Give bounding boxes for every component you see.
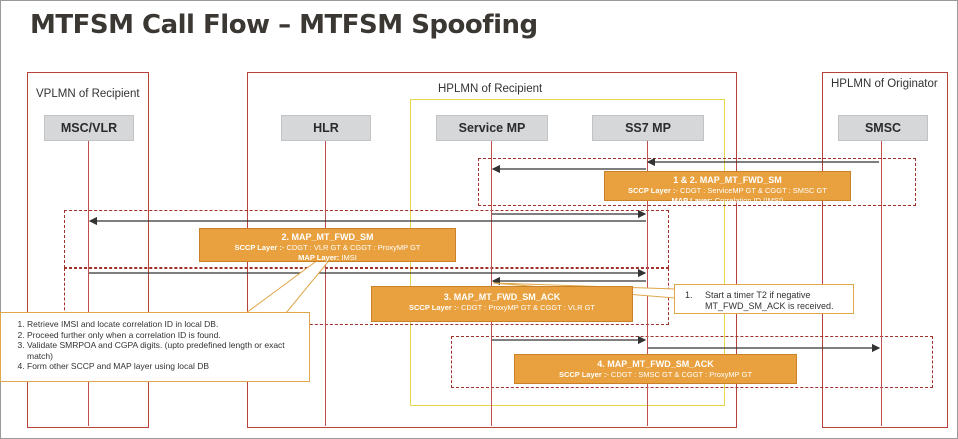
hlr-entity: HLR — [281, 115, 371, 141]
hlr-lifeline — [325, 139, 326, 426]
message-3-title: 3. MAP_MT_FWD_SM_ACK — [443, 292, 561, 302]
originator-region — [822, 72, 948, 428]
message-1-map-text: Correlation ID (IMSI) — [712, 196, 784, 205]
message-1-title: 1 & 2. MAP_MT_FWD_SM — [673, 175, 782, 185]
step-item: Proceed further only when a correlation … — [27, 330, 301, 341]
msc-vlr-entity: MSC/VLR — [44, 115, 134, 141]
message-1-sccp-label: SCCP Layer : — [628, 186, 676, 195]
hplmn-label: HPLMN of Recipient — [438, 83, 543, 95]
message-1-sccp-text: - CDGT : ServiceMP GT & CGGT : SMSC GT — [675, 186, 827, 195]
message-2-map-text: IMSI — [339, 253, 357, 262]
steps-note: Retrieve IMSI and locate correlation ID … — [0, 312, 310, 382]
message-4-box: 4. MAP_MT_FWD_SM_ACK SCCP Layer :- CDGT … — [514, 354, 797, 384]
timer-note-text: Start a timer T2 if negative MT_FWD_SM_A… — [705, 290, 834, 311]
message-4-sccp-text: - CDGT : SMSC GT & CGGT : ProxyMP GT — [606, 370, 753, 379]
message-4-title: 4. MAP_MT_FWD_SM_ACK — [597, 359, 714, 369]
message-2-box: 2. MAP_MT_FWD_SM SCCP Layer :- CDGT : VL… — [199, 228, 456, 262]
msc-vlr-lifeline — [88, 139, 89, 426]
ss7-mp-entity: SS7 MP — [592, 115, 704, 141]
originator-label: HPLMN of Originator — [831, 78, 938, 90]
steps-callout-pointer — [244, 256, 334, 314]
message-2-map-label: MAP Layer: — [298, 253, 340, 262]
smsc-lifeline — [881, 139, 882, 426]
message-3-box: 3. MAP_MT_FWD_SM_ACK SCCP Layer :- CDGT … — [371, 286, 633, 322]
message-2-group — [64, 210, 669, 268]
message-2-sccp-label: SCCP Layer : — [234, 243, 282, 252]
message-1-map-label: MAP Layer: — [671, 196, 713, 205]
slide-title: MTFSM Call Flow – MTFSM Spoofing — [30, 10, 538, 40]
message-1-box: 1 & 2. MAP_MT_FWD_SM SCCP Layer :- CDGT … — [604, 171, 851, 205]
message-4-group — [451, 336, 933, 388]
vplmn-region — [27, 72, 149, 428]
step-item: Validate SMRPOA and CGPA digits. (upto p… — [27, 340, 301, 361]
message-1-group — [478, 158, 916, 206]
message-4-sccp-label: SCCP Layer : — [558, 370, 607, 379]
step-item: Form other SCCP and MAP layer using loca… — [27, 361, 301, 372]
step-item: Retrieve IMSI and locate correlation ID … — [27, 319, 301, 330]
ss7-mp-lifeline — [647, 139, 648, 426]
message-3-sccp-label: SCCP Layer : — [408, 303, 457, 312]
message-2-title: 2. MAP_MT_FWD_SM — [281, 232, 374, 242]
message-2-sccp-text: - CDGT : VLR GT & CGGT : ProxyMP GT — [281, 243, 421, 252]
vplmn-label: VPLMN of Recipient — [36, 88, 140, 100]
timer-note: 1. Start a timer T2 if negative MT_FWD_S… — [674, 284, 854, 314]
message-3-sccp-text: - CDGT : ProxyMP GT & CGGT : VLR GT — [456, 303, 596, 312]
smsc-entity: SMSC — [838, 115, 928, 141]
service-mp-entity: Service MP — [436, 115, 548, 141]
service-mp-lifeline — [491, 139, 492, 426]
timer-note-number: 1. — [685, 290, 693, 300]
